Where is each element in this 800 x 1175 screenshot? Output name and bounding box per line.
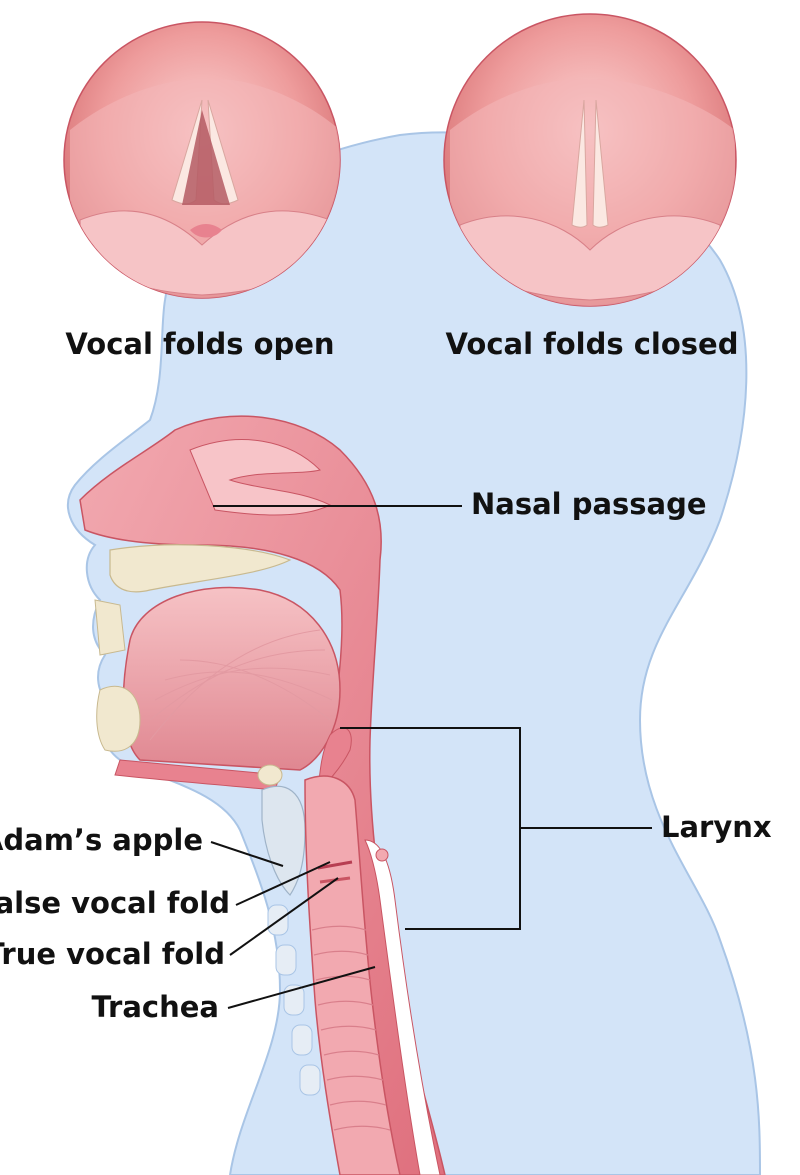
hyoid-bone bbox=[258, 765, 282, 785]
label-adams-apple: Adam’s apple bbox=[0, 823, 203, 857]
esophagus-marker bbox=[376, 849, 388, 861]
jaw-bone bbox=[97, 686, 140, 751]
label-trachea: Trachea bbox=[91, 990, 219, 1024]
tongue bbox=[123, 587, 340, 770]
upper-lip-teeth bbox=[95, 600, 125, 655]
caption-vocal-folds-open: Vocal folds open bbox=[65, 327, 334, 361]
inset-vocal-folds-open bbox=[64, 22, 340, 300]
label-true-vocal-fold: True vocal fold bbox=[0, 937, 225, 971]
label-larynx: Larynx bbox=[661, 810, 772, 844]
caption-vocal-folds-closed: Vocal folds closed bbox=[446, 327, 739, 361]
label-false-vocal-fold: False vocal fold bbox=[0, 886, 230, 920]
label-nasal-passage: Nasal passage bbox=[471, 487, 707, 521]
